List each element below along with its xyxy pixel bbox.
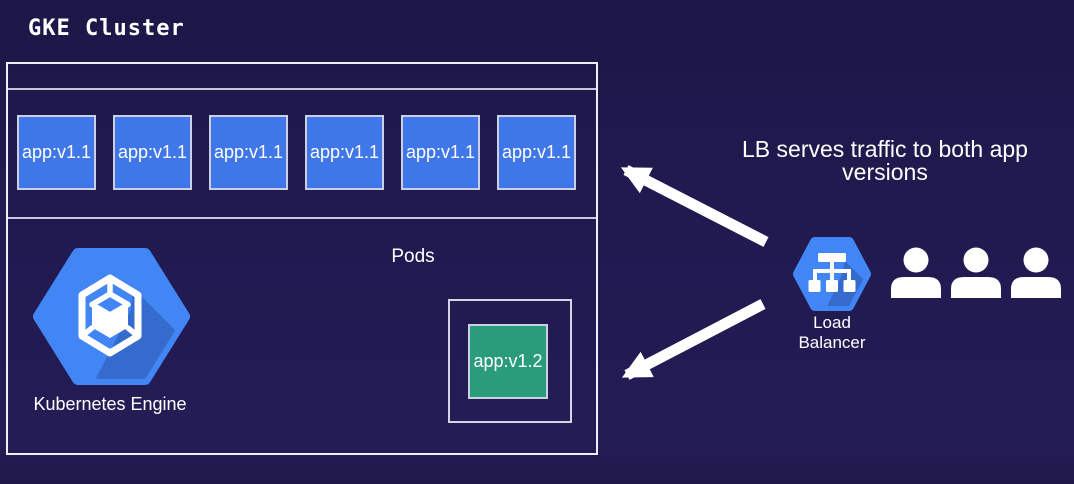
kubernetes-engine-label: Kubernetes Engine — [33, 394, 187, 414]
pods-section-label: Pods — [391, 246, 435, 267]
pod-box-v1: app:v1.1 — [497, 115, 576, 190]
v2-pod-outer-box: app:v1.2 — [448, 299, 572, 423]
diagram-title: GKE Cluster — [28, 16, 185, 41]
pod-box-v1: app:v1.1 — [401, 115, 480, 190]
users-group — [890, 246, 1062, 303]
lb-to-v2-pod-arrow — [621, 299, 766, 380]
annotation-line1: LB serves traffic to both app — [742, 136, 1028, 162]
network-tree-glyph — [808, 253, 856, 292]
user-person-icon — [1010, 246, 1062, 303]
cluster-divider — [8, 217, 596, 219]
cluster-header-band — [8, 64, 596, 90]
annotation-line2: versions — [842, 159, 928, 185]
annotation-text: LB serves traffic to both app versions — [700, 138, 1070, 184]
pod-box-v1: app:v1.1 — [113, 115, 192, 190]
load-balancer-label: Load Balancer — [772, 313, 892, 353]
user-person-icon — [950, 246, 1002, 303]
pod-box-v1: app:v1.1 — [209, 115, 288, 190]
pod-box-v2: app:v1.2 — [468, 324, 548, 399]
load-balancer-icon — [793, 237, 871, 311]
pod-box-v1: app:v1.1 — [305, 115, 384, 190]
load-balancer-label-line2: Balancer — [798, 333, 866, 352]
kubernetes-engine-icon — [33, 248, 190, 385]
user-person-icon — [890, 246, 942, 303]
load-balancer-label-line1: Load — [813, 313, 851, 332]
pod-box-v1: app:v1.1 — [17, 115, 96, 190]
